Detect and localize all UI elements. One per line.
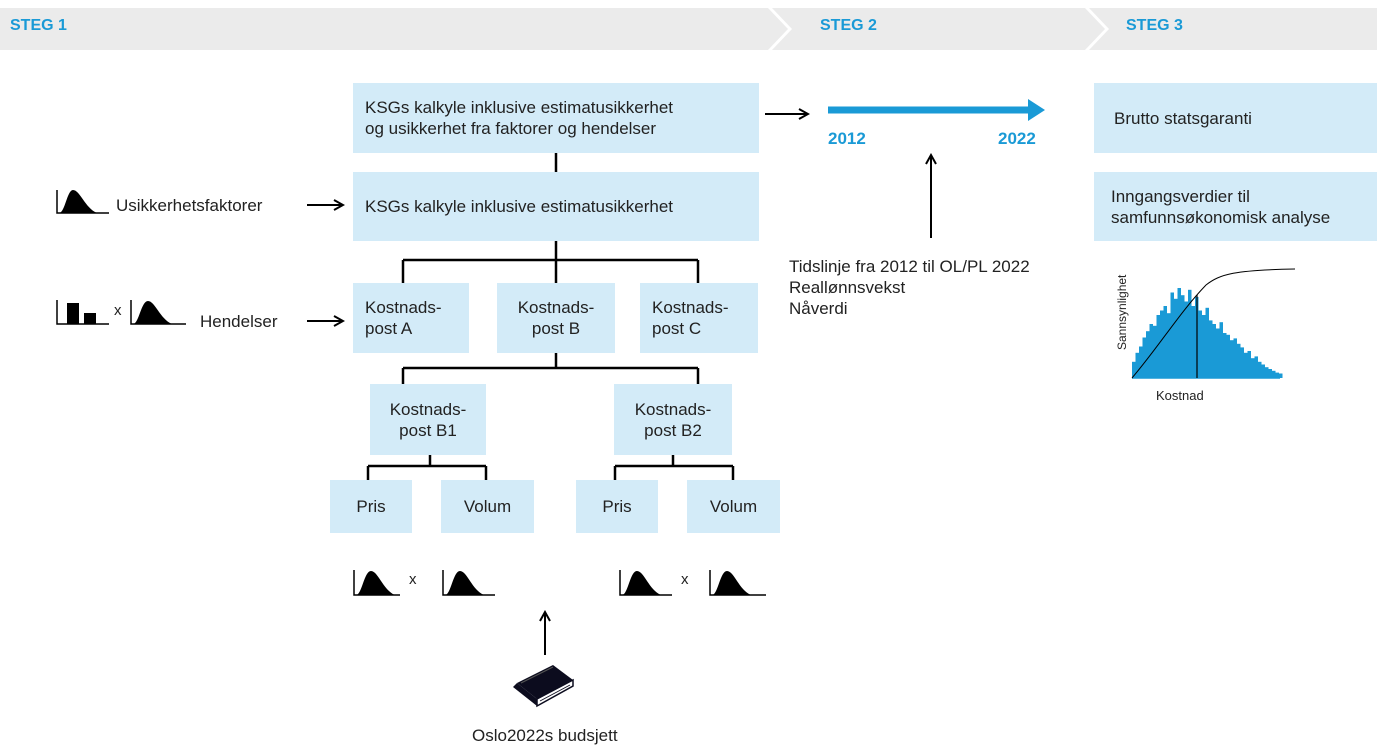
- multiply-sign: x: [409, 571, 417, 588]
- histogram-bar: [1247, 351, 1251, 378]
- box-price-1: Pris: [330, 480, 412, 533]
- cumulative-curve: [1131, 268, 1296, 379]
- histogram-bar: [1258, 361, 1262, 378]
- multiply-sign: x: [681, 571, 689, 588]
- box-gross-guarantee: Brutto statsgaranti: [1094, 83, 1377, 153]
- histogram-bar: [1254, 356, 1258, 378]
- distribution-curve-icon: [353, 570, 400, 596]
- histogram-bar: [1272, 370, 1276, 378]
- box-cost-item-c: Kostnads- post C: [640, 283, 758, 353]
- step-header-bar: [0, 8, 1377, 50]
- timeline-start-year: 2012: [828, 129, 866, 148]
- histogram-bar: [1149, 324, 1153, 378]
- box-volume-2: Volum: [687, 480, 780, 533]
- histogram-bar: [1216, 328, 1220, 378]
- histogram-bar: [1244, 352, 1248, 378]
- events-label: Hendelser: [200, 312, 278, 331]
- histogram-bar: [1209, 320, 1213, 378]
- chart-y-label: Sannsynlighet: [1115, 274, 1129, 350]
- histogram-bar: [1275, 372, 1279, 378]
- histogram-bar: [1153, 325, 1157, 378]
- histogram-bar: [1205, 307, 1209, 378]
- histogram-bar: [1146, 331, 1150, 378]
- book-icon: [513, 665, 574, 708]
- histogram-bar: [1219, 322, 1223, 378]
- histogram-bar: [1251, 358, 1255, 378]
- multiply-sign: x: [114, 302, 122, 319]
- distribution-curve-icon: [442, 570, 495, 596]
- histogram-bar: [1191, 306, 1195, 378]
- step2-segment: [772, 8, 1105, 50]
- histogram-bar: [1177, 288, 1181, 378]
- distribution-curve-icon: [709, 570, 766, 596]
- histogram-bar: [1233, 338, 1237, 378]
- histogram-bar: [1163, 306, 1167, 378]
- box-price-2: Pris: [576, 480, 658, 533]
- step1-label: STEG 1: [10, 17, 67, 34]
- histogram-bar: [1202, 315, 1206, 378]
- bar-chart-icon: [56, 300, 109, 325]
- box-total-estimate: KSGs kalkyle inklusive estimatusikkerhet…: [353, 83, 759, 153]
- histogram-bar: [1132, 361, 1136, 378]
- histogram-bar: [1226, 334, 1230, 378]
- histogram-bar: [1279, 373, 1283, 378]
- histogram-bar: [1142, 337, 1146, 378]
- step3-segment: [1089, 8, 1377, 50]
- histogram-bar: [1160, 310, 1164, 378]
- histogram-bar: [1198, 310, 1202, 378]
- histogram-bar: [1170, 292, 1174, 378]
- box-cost-item-b1: Kostnads- post B1: [370, 384, 486, 455]
- histogram-bar: [1237, 343, 1241, 378]
- box-volume-1: Volum: [441, 480, 534, 533]
- histogram-bar: [1265, 367, 1269, 378]
- histogram-bar: [1240, 347, 1244, 378]
- distribution-curve-icon: [56, 190, 109, 214]
- chart-x-label: Kostnad: [1156, 388, 1204, 403]
- histogram-bar: [1268, 369, 1272, 378]
- step2-label: STEG 2: [820, 17, 877, 34]
- histogram-bar: [1181, 295, 1185, 378]
- factors-label: Usikkerhetsfaktorer: [116, 196, 263, 215]
- box-cost-item-b: Kostnads- post B: [497, 283, 615, 353]
- histogram-bar: [1167, 313, 1171, 378]
- histogram-bar: [1230, 340, 1234, 378]
- box-cost-item-b2: Kostnads- post B2: [614, 384, 732, 455]
- step1-segment: [0, 8, 788, 50]
- step3-label: STEG 3: [1126, 17, 1183, 34]
- histogram-bar: [1174, 298, 1178, 378]
- timeline-notes: Tidslinje fra 2012 til OL/PL 2022 Reallø…: [789, 257, 1030, 318]
- histogram-bar: [1184, 301, 1188, 378]
- distribution-curve-icon: [130, 300, 186, 325]
- distribution-curve-icon: [619, 570, 672, 596]
- histogram-bar: [1156, 315, 1160, 378]
- box-estimate-uncertainty: KSGs kalkyle inklusive estimatusikkerhet: [353, 172, 759, 241]
- timeline-end-year: 2022: [998, 129, 1036, 148]
- histogram-bar: [1212, 324, 1216, 378]
- histogram-bar: [1261, 364, 1265, 378]
- histogram-bars: [1132, 288, 1283, 378]
- box-cost-item-a: Kostnads- post A: [353, 283, 469, 353]
- histogram-bar: [1135, 352, 1139, 378]
- histogram-bar: [1223, 333, 1227, 378]
- timeline-arrowhead: [1028, 99, 1045, 121]
- result-distribution-chart: [1131, 268, 1296, 379]
- histogram-bar: [1188, 289, 1192, 378]
- box-analysis-inputs: Inngangsverdier til samfunnsøkonomisk an…: [1094, 172, 1377, 241]
- budget-label: Oslo2022s budsjett: [472, 726, 618, 745]
- histogram-bar: [1139, 346, 1143, 378]
